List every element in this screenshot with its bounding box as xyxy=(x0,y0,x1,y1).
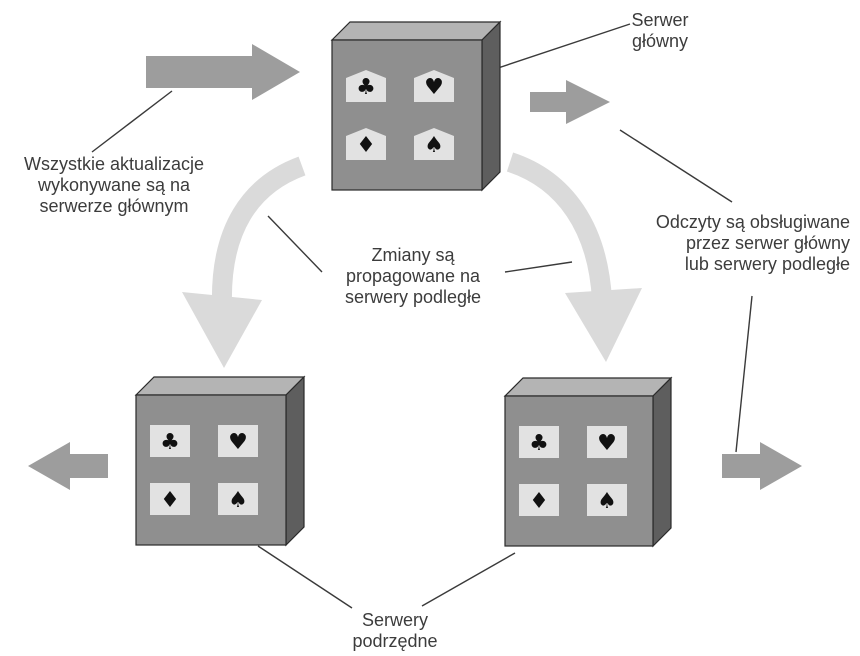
master-card-heart: ♥ xyxy=(414,70,454,102)
right-slave-read-arrow xyxy=(722,442,802,490)
propagation-label-line-3: serwery podległe xyxy=(344,287,482,307)
slave-servers-label: Serwery podrzędne xyxy=(335,610,455,652)
spade-icon: ♠ xyxy=(228,488,248,513)
heart-icon: ♥ xyxy=(228,430,248,455)
master-card-spade: ♠ xyxy=(414,128,454,160)
slave-left-card-spade: ♠ xyxy=(218,483,258,515)
left-slave-read-arrow xyxy=(28,442,108,490)
slave-left-card-diamond: ♦ xyxy=(150,483,190,515)
master-read-arrow xyxy=(530,80,610,124)
club-icon: ♣ xyxy=(529,431,549,456)
slaves-label-line-2: podrzędne xyxy=(352,631,438,651)
propagation-label-line-2: propagowane na xyxy=(345,266,481,286)
slaves-label-line-1: Serwery xyxy=(361,610,428,630)
slave-right-card-spade: ♠ xyxy=(587,484,627,516)
spade-icon: ♠ xyxy=(424,133,444,158)
diamond-icon: ♦ xyxy=(160,488,180,513)
updates-label-line-3: serwerze głównym xyxy=(39,196,189,216)
reads-label-line-3: lub serwery podległe xyxy=(684,254,850,274)
propagation-arrow-left xyxy=(182,156,306,368)
club-icon: ♣ xyxy=(160,430,180,455)
updates-label-line-2: wykonywane są na xyxy=(37,175,191,195)
leader-lines xyxy=(91,23,753,609)
slave-left-card-club: ♣ xyxy=(150,425,190,457)
updates-label-line-1: Wszystkie aktualizacje xyxy=(23,154,205,174)
incoming-update-arrow xyxy=(146,44,300,100)
spade-icon: ♠ xyxy=(597,489,617,514)
master-label-line-2: główny xyxy=(631,31,689,51)
slave-right-card-club: ♣ xyxy=(519,426,559,458)
master-label-line-1: Serwer xyxy=(631,10,689,30)
diamond-icon: ♦ xyxy=(356,133,376,158)
diamond-icon: ♦ xyxy=(529,489,549,514)
updates-label: Wszystkie aktualizacje wykonywane są na … xyxy=(6,154,222,217)
master-server-label: Serwer główny xyxy=(610,10,710,52)
slave-left-card-heart: ♥ xyxy=(218,425,258,457)
slave-right-card-heart: ♥ xyxy=(587,426,627,458)
reads-label-line-2: przez serwer główny xyxy=(685,233,850,253)
slave-right-card-diamond: ♦ xyxy=(519,484,559,516)
master-server xyxy=(330,20,502,192)
propagation-label-line-1: Zmiany są xyxy=(371,245,455,265)
master-card-diamond: ♦ xyxy=(346,128,386,160)
slave-server-left xyxy=(134,375,306,547)
club-icon: ♣ xyxy=(356,75,376,100)
master-card-club: ♣ xyxy=(346,70,386,102)
propagation-arrow-right xyxy=(506,152,642,362)
reads-label-line-1: Odczyty są obsługiwane xyxy=(655,212,850,232)
heart-icon: ♥ xyxy=(424,75,444,100)
propagation-label: Zmiany są propagowane na serwery podległ… xyxy=(318,245,508,308)
slave-server-right xyxy=(503,376,673,548)
heart-icon: ♥ xyxy=(597,431,617,456)
reads-label: Odczyty są obsługiwane przez serwer głów… xyxy=(630,212,850,275)
